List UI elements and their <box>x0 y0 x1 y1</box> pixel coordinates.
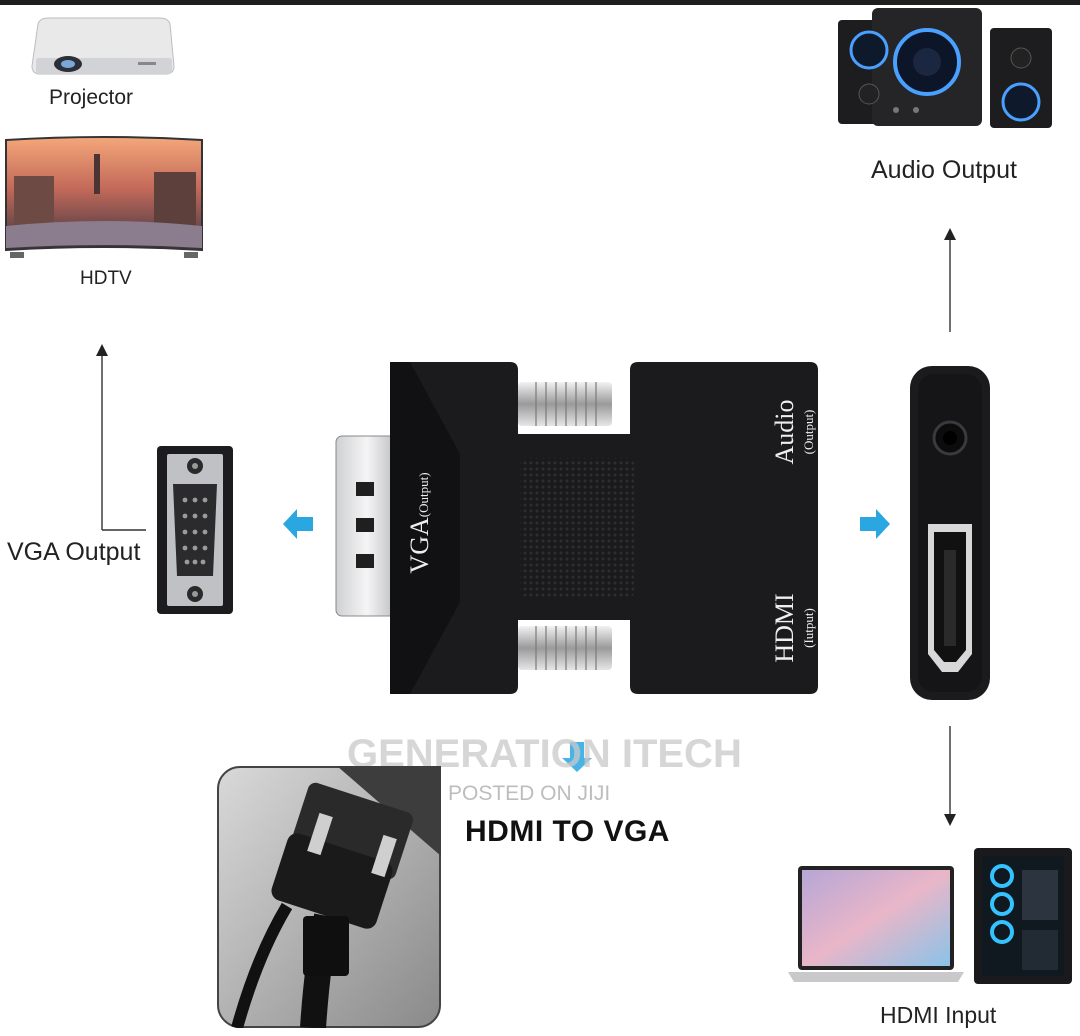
projector-image <box>28 14 178 82</box>
adapter-hdmi-text: HDMI (Iutput) <box>770 573 819 683</box>
watermark-posted: POSTED ON JIJI <box>448 782 611 805</box>
adapter-vga-text: VGA(Output) <box>405 453 435 593</box>
adapter-audio-text: Audio (Output) <box>770 377 819 487</box>
down-blue-arrow-icon <box>562 742 592 772</box>
audio-output-label: Audio Output <box>871 156 1017 184</box>
adapter-vga-main: VGA <box>405 517 434 574</box>
vga-port-image <box>155 444 235 616</box>
adapter-vga-sub: (Output) <box>416 472 431 518</box>
adapter-in-use-photo <box>217 766 441 1028</box>
adapter-hdmi-main: HDMI <box>770 593 799 663</box>
right-blue-arrow-icon <box>860 509 890 539</box>
adapter-hdmi-sub: (Iutput) <box>801 608 816 648</box>
speakers-image <box>836 6 1054 134</box>
product-title: HDMI TO VGA <box>465 815 670 848</box>
projector-label: Projector <box>49 86 134 109</box>
desktop-pc-image <box>970 846 1076 986</box>
vga-output-label: VGA Output <box>7 538 141 566</box>
hdtv-image <box>4 136 204 262</box>
adapter-audio-main: Audio <box>770 399 799 465</box>
left-blue-arrow-icon <box>283 509 313 539</box>
arrow-up-audio-icon <box>944 228 956 332</box>
hdtv-label: HDTV <box>80 268 132 289</box>
adapter-audio-sub: (Output) <box>801 409 816 455</box>
hdmi-input-label: HDMI Input <box>880 1002 997 1028</box>
laptop-image <box>786 862 966 986</box>
adapter-side-ports-image <box>908 364 992 702</box>
top-border <box>0 0 1080 5</box>
arrow-up-hdtv-icon <box>96 344 146 531</box>
hdmi-vga-adapter-image <box>330 358 822 698</box>
arrow-down-hdmi-icon <box>944 726 956 826</box>
